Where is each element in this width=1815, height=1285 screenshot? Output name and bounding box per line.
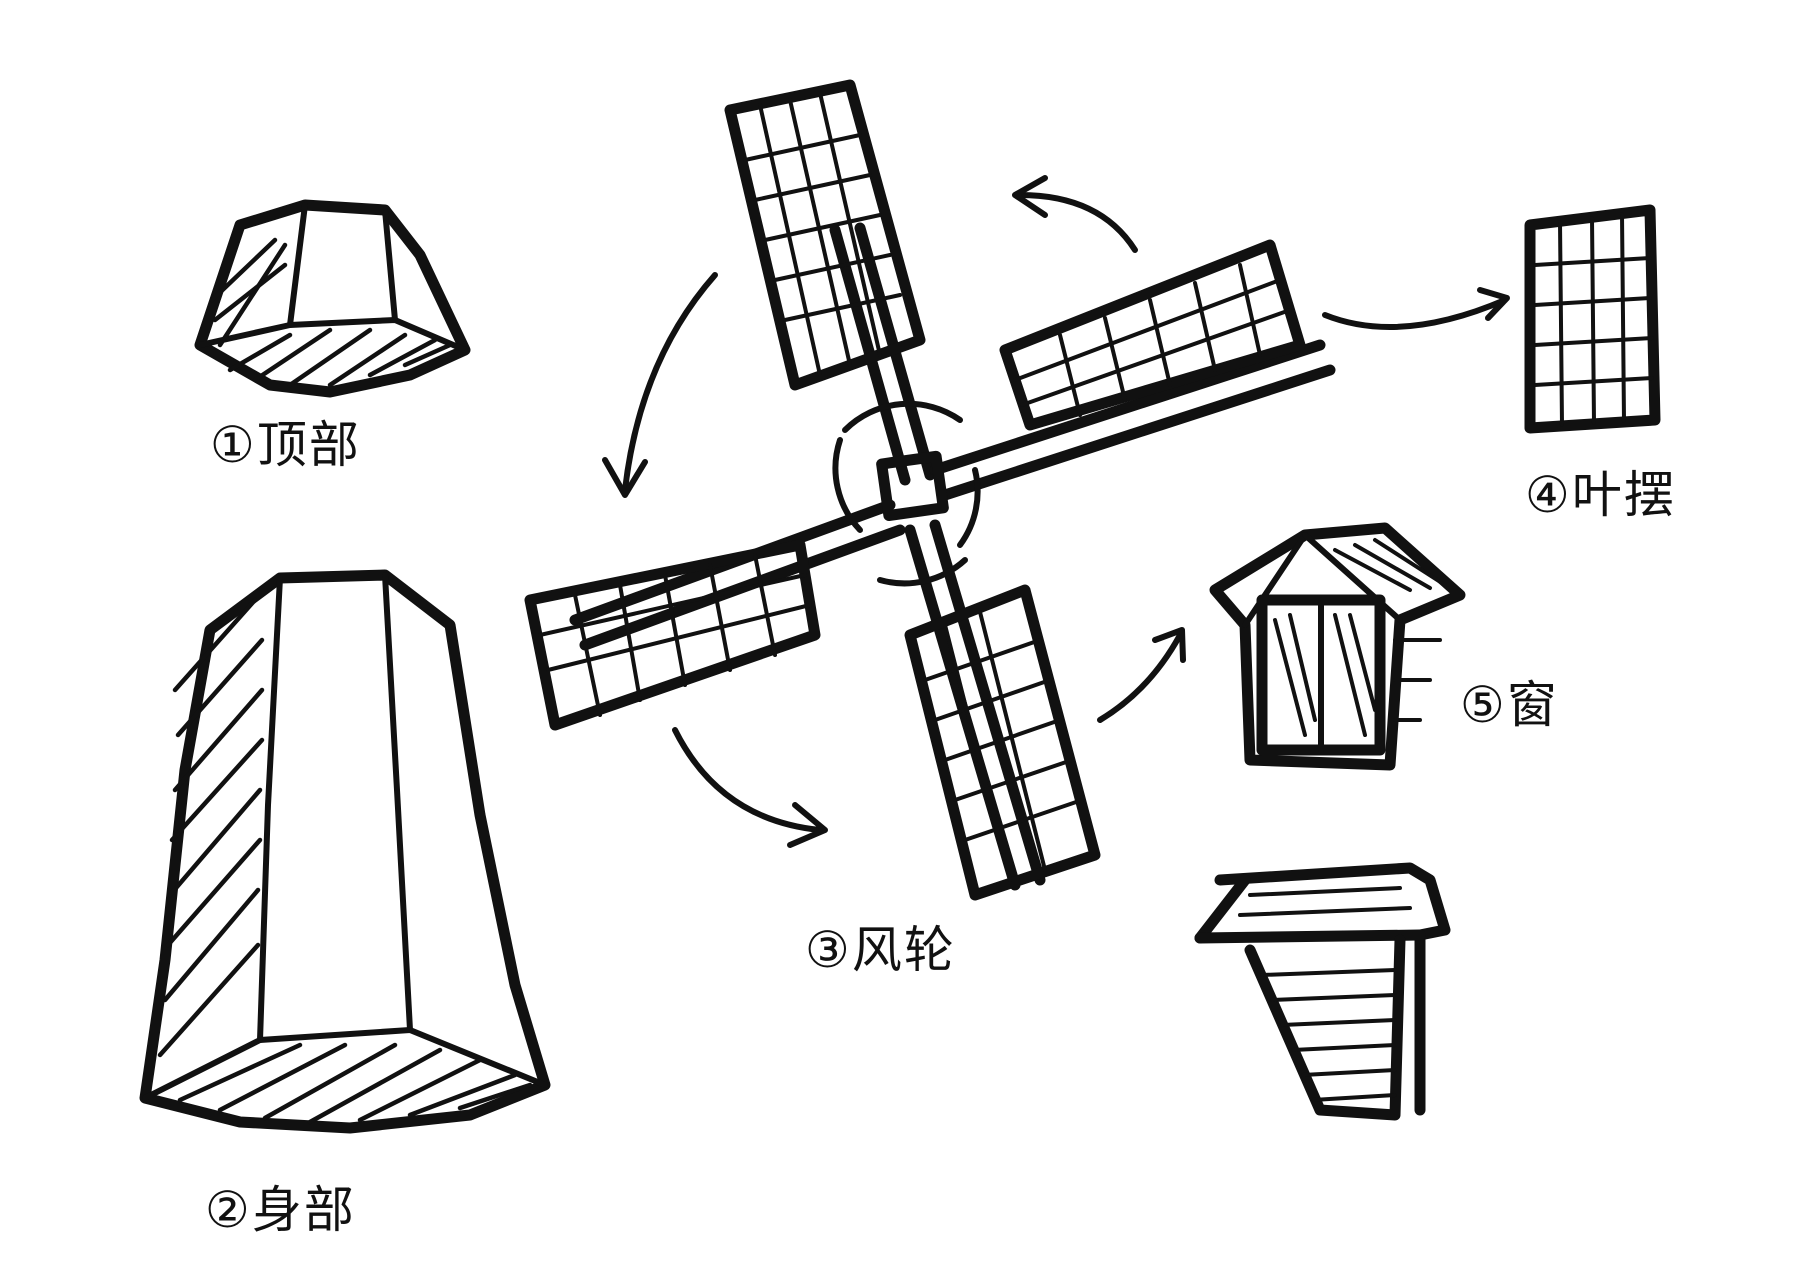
label-window: ⑤窗	[1460, 676, 1559, 734]
roof-hatching	[209, 237, 453, 388]
wheel-hub	[832, 400, 981, 587]
tower-hatching	[157, 597, 533, 1125]
label-wheel: ③风轮	[805, 921, 956, 979]
window-part	[1097, 522, 1466, 771]
tower-body-part	[139, 569, 551, 1134]
blade-right	[999, 239, 1306, 431]
cap-detail-part	[1194, 862, 1451, 1121]
wind-wheel-part	[524, 79, 1336, 901]
blade-bottom	[904, 584, 1101, 901]
rotation-arrows	[602, 175, 1138, 848]
tower-outline	[139, 569, 551, 1134]
label-blade: ④叶摆	[1525, 466, 1676, 524]
label-body: ②身部	[205, 1181, 356, 1239]
label-top: ①顶部	[210, 416, 361, 474]
roof-part	[194, 199, 471, 398]
window-arrow	[1097, 627, 1186, 723]
blade-panel-part	[1322, 204, 1661, 434]
blade-top	[724, 79, 926, 391]
blade-left	[524, 539, 821, 731]
blade-arrow	[1322, 287, 1510, 330]
